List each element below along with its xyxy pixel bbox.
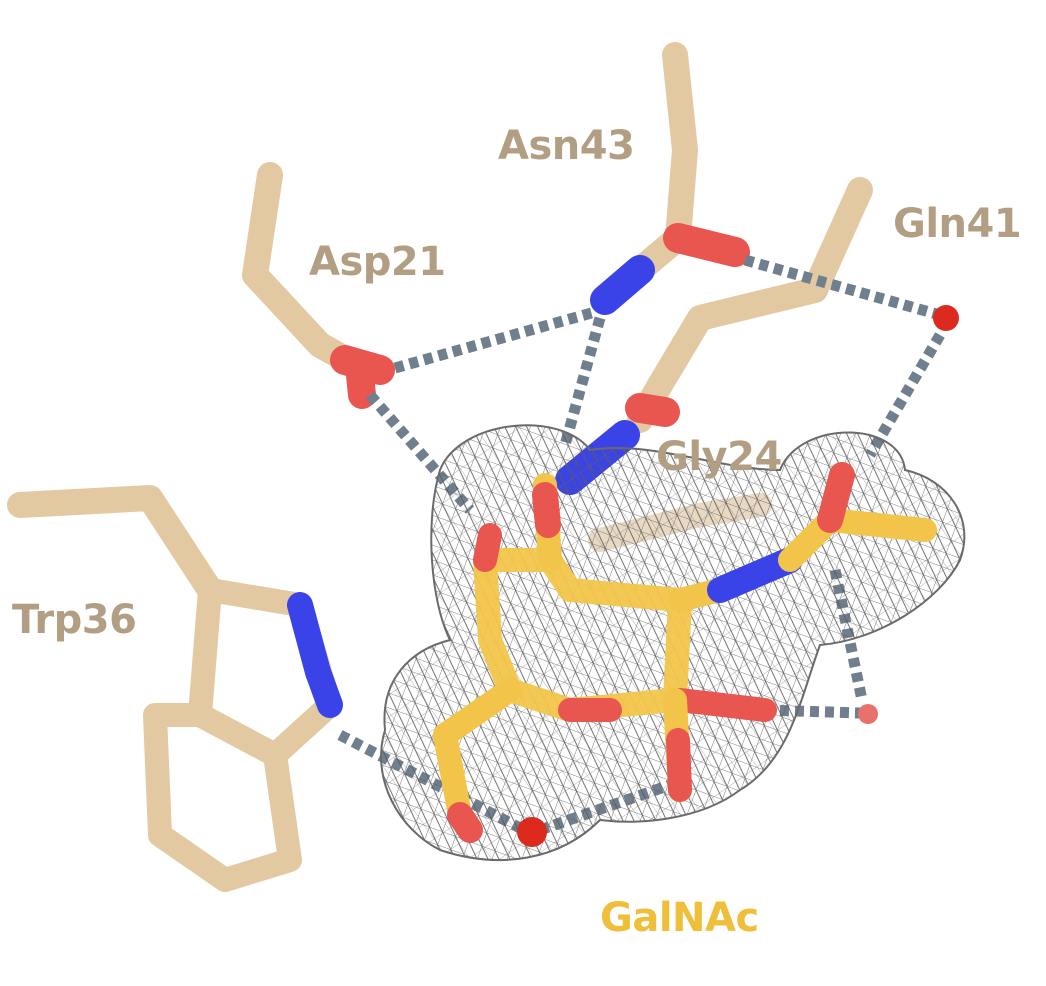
label-gln41: Gln41 [893,201,1022,247]
trp36-sidechain [7,485,343,892]
galnac-ligand [433,462,937,843]
label-asn43: Asn43 [498,123,635,169]
label-galnac: GalNAc [600,895,759,941]
water-molecules [517,305,959,847]
asp21-sidechain [242,162,395,409]
asn43-sidechain [590,42,750,315]
label-gly24: Gly24 [656,434,782,480]
label-asp21: Asp21 [309,239,446,285]
label-trp36: Trp36 [12,597,137,643]
